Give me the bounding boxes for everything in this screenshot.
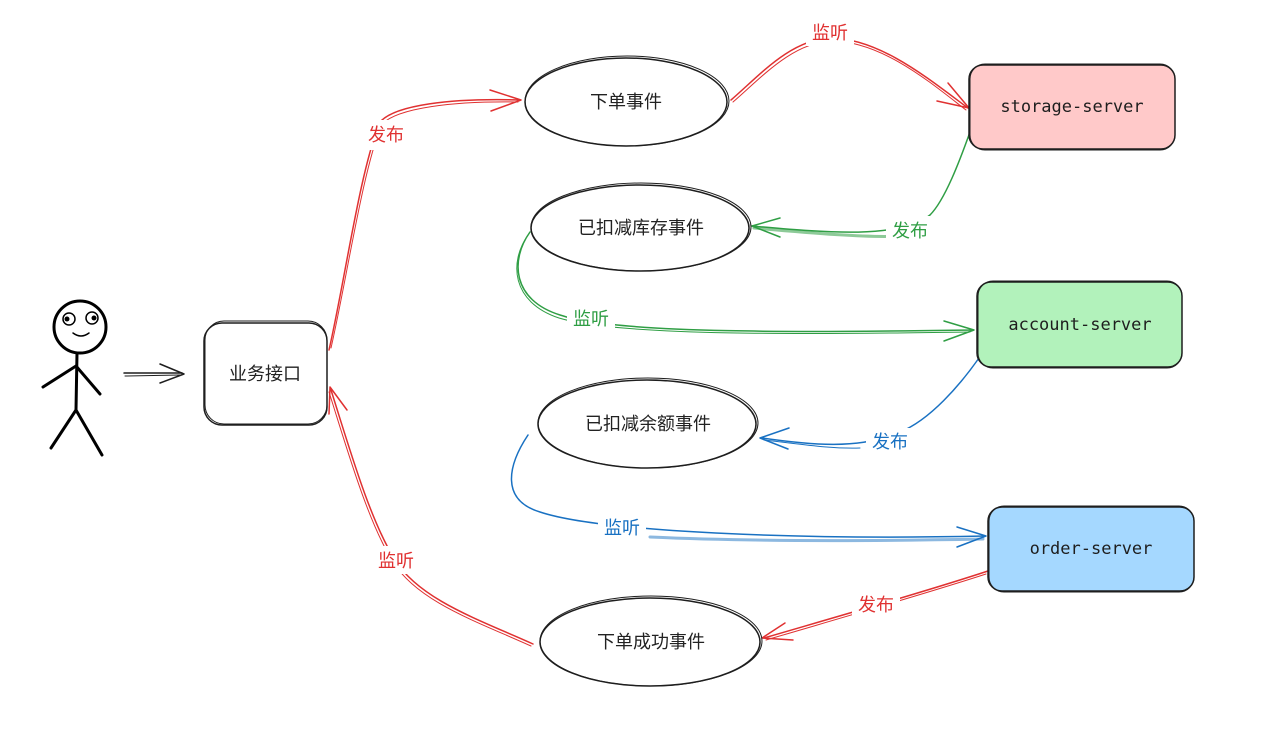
edge-label-publish: 发布 <box>872 432 908 453</box>
order-event-label: 下单事件 <box>590 92 662 113</box>
balance-deducted-event-label: 已扣减余额事件 <box>585 414 711 435</box>
arrowhead <box>759 427 790 450</box>
storage-server-label: storage-server <box>1000 97 1143 117</box>
arrowhead <box>943 320 975 342</box>
edge-line <box>124 374 181 377</box>
order-success-event-node[interactable]: 下单成功事件 <box>539 595 763 687</box>
edge-label-listen: 监听 <box>378 551 414 572</box>
edge-label-publish: 发布 <box>892 221 928 242</box>
order-event-node[interactable]: 下单事件 <box>524 55 730 147</box>
arrowhead <box>328 386 348 415</box>
edge-api-listen-success: 监听 <box>328 386 534 647</box>
edge-account-listen-stock: 监听 <box>516 231 975 342</box>
arrowhead <box>751 217 781 238</box>
arrowhead <box>159 363 185 384</box>
edge-label-listen: 监听 <box>604 518 640 539</box>
label-backdrop <box>598 514 646 542</box>
edge-api-publish-order: 发布 <box>328 89 522 351</box>
label-backdrop <box>866 428 914 456</box>
storage-server-node[interactable]: storage-server <box>968 63 1176 151</box>
arrowhead <box>489 89 522 112</box>
edge-line <box>510 434 986 538</box>
edge-line <box>763 439 861 449</box>
order-server-node[interactable]: order-server <box>987 505 1195 593</box>
label-backdrop <box>886 216 934 244</box>
edge-storage-listen-order: 监听 <box>730 18 970 111</box>
order-success-event-label: 下单成功事件 <box>597 632 705 653</box>
edge-account-publish-balance: 发布 <box>759 357 980 456</box>
edge-line <box>330 101 519 349</box>
edge-label-listen: 监听 <box>573 309 609 330</box>
account-server-node[interactable]: account-server <box>976 280 1183 369</box>
edge-line <box>648 535 985 543</box>
label-backdrop <box>852 592 900 620</box>
edge-user-to-api <box>123 363 185 384</box>
edge-label-publish: 发布 <box>858 595 894 616</box>
label-backdrop <box>567 305 615 333</box>
edge-line <box>732 40 967 111</box>
edge-storage-publish-stock: 发布 <box>751 131 971 244</box>
edge-label-listen: 监听 <box>812 23 848 44</box>
api-node-label: 业务接口 <box>229 364 301 385</box>
edge-order-listen-balance: 监听 <box>510 434 987 548</box>
edge-line <box>328 391 532 647</box>
edge-line <box>751 131 971 233</box>
stock-deducted-event-label: 已扣减库存事件 <box>578 218 704 239</box>
stock-deducted-event-node[interactable]: 已扣减库存事件 <box>530 182 752 272</box>
edge-line <box>730 37 969 109</box>
label-backdrop <box>806 18 854 46</box>
label-backdrop <box>362 120 410 150</box>
edge-line <box>330 389 534 645</box>
order-server-label: order-server <box>1030 539 1153 559</box>
balance-deducted-event-node[interactable]: 已扣减余额事件 <box>537 377 759 469</box>
edge-label-publish: 发布 <box>368 125 404 146</box>
edge-line <box>328 98 521 351</box>
label-backdrop <box>372 546 420 574</box>
arrowhead <box>956 526 987 548</box>
stick-figure-user-icon <box>41 299 108 457</box>
edge-order-publish-success: 发布 <box>761 570 989 641</box>
account-server-label: account-server <box>1008 315 1151 335</box>
api-node[interactable]: 业务接口 <box>203 320 328 426</box>
